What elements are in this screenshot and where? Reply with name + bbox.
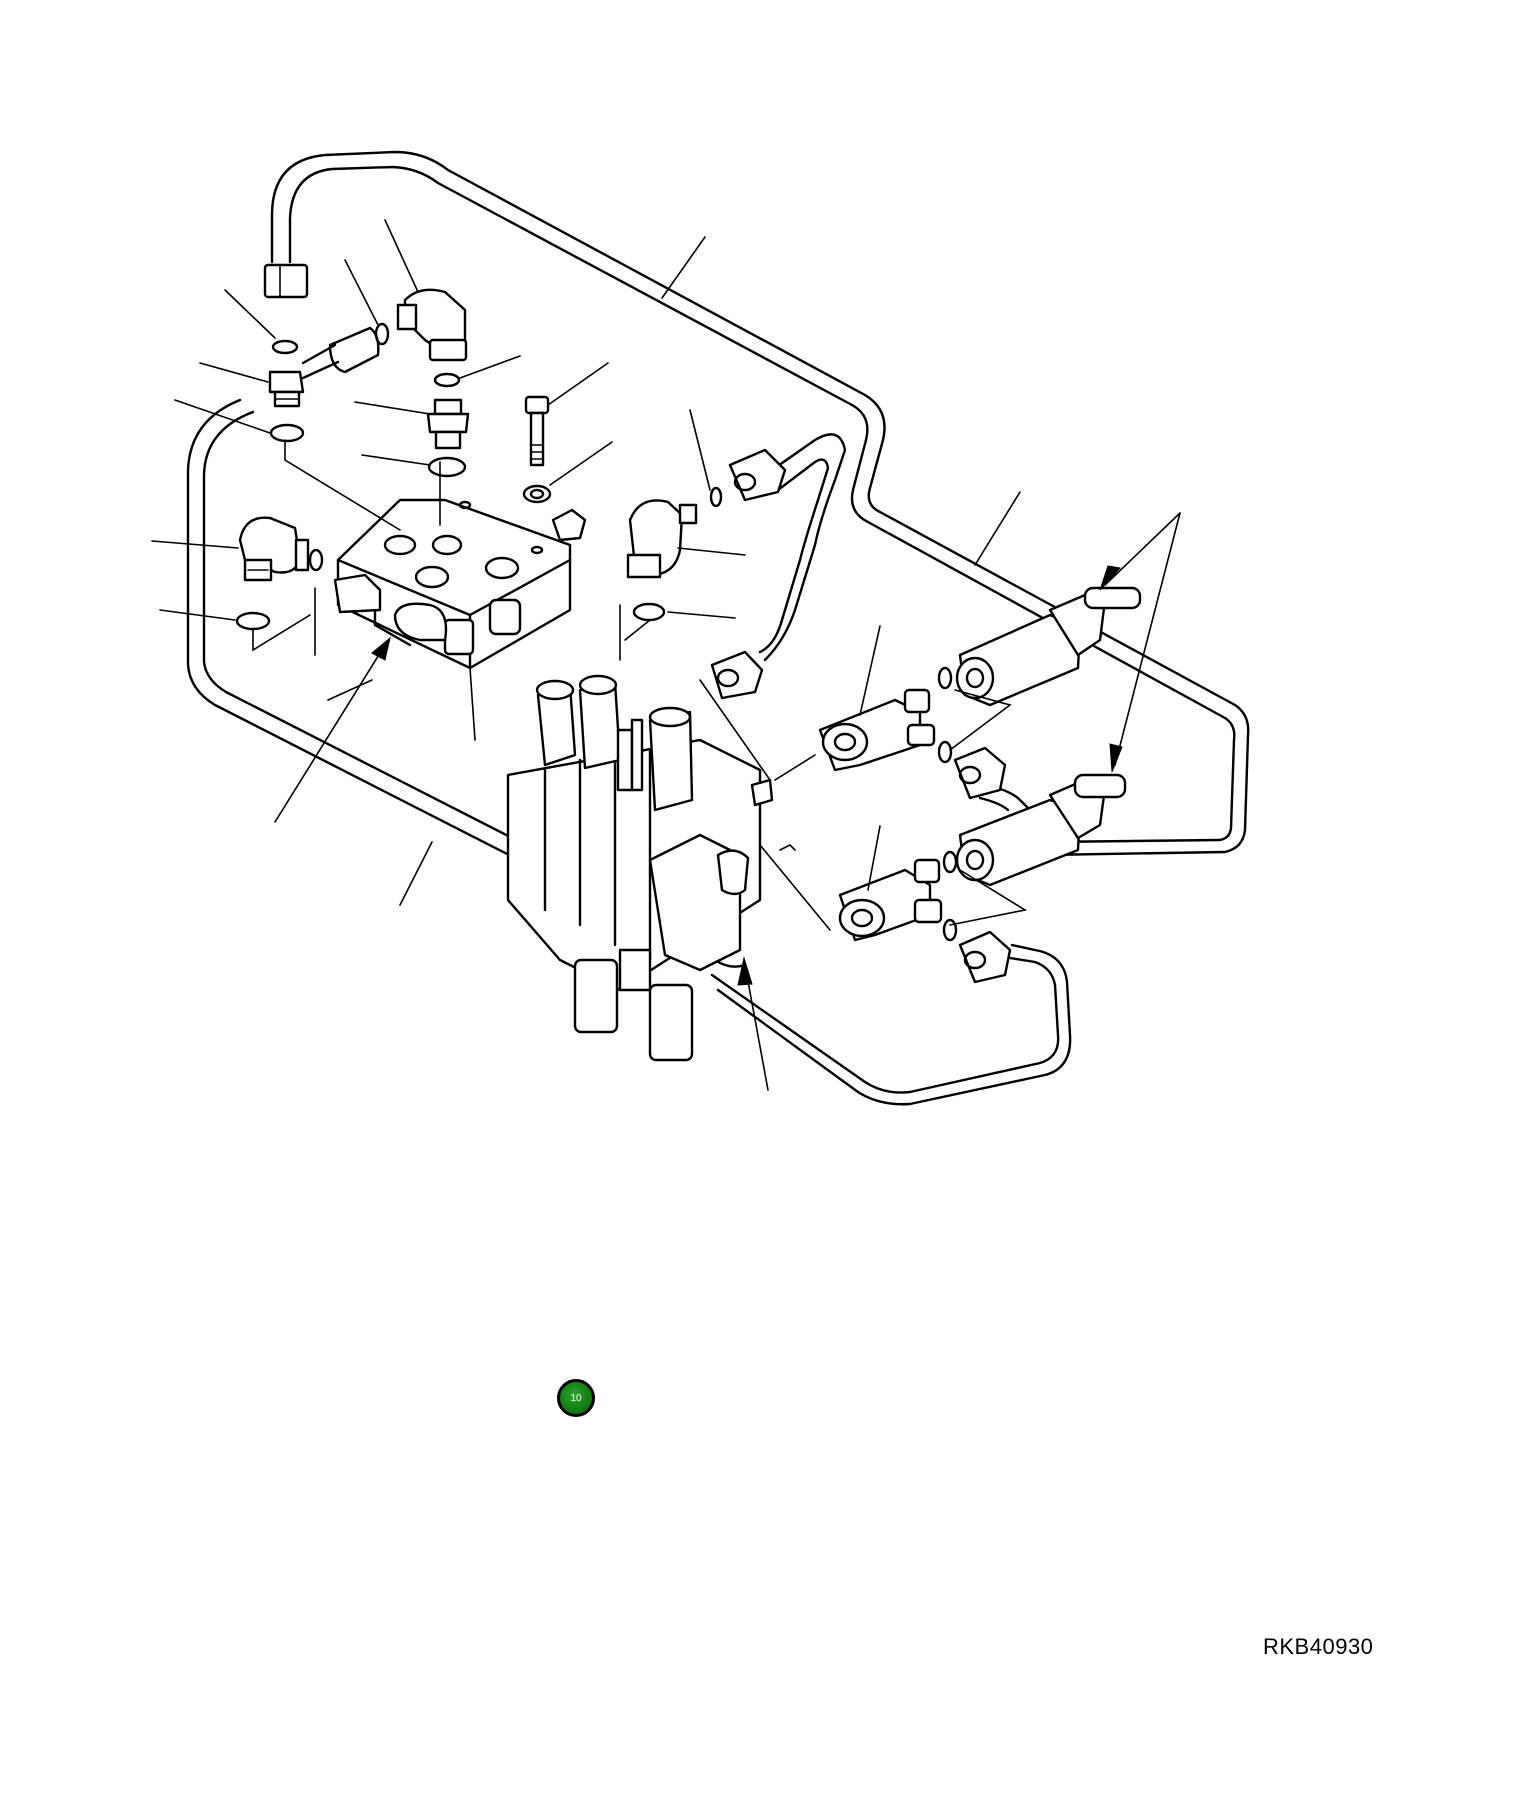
tube-nut xyxy=(728,448,787,502)
o-ring xyxy=(374,322,390,346)
tee-fitting-upper xyxy=(818,688,936,772)
callout-10-button[interactable]: 10 xyxy=(557,1379,595,1417)
adapter-fitting-center xyxy=(426,398,470,450)
adapter-fitting-left xyxy=(268,370,305,408)
tube-nut xyxy=(710,650,764,700)
o-ring xyxy=(937,666,953,690)
o-ring xyxy=(235,611,271,631)
o-ring xyxy=(308,548,324,572)
quick-coupler-upper xyxy=(955,586,1142,707)
bolt xyxy=(524,395,550,467)
figure-code: RKB40930 xyxy=(1263,1634,1374,1659)
manifold-block xyxy=(333,498,572,670)
tube-nut-top-left xyxy=(263,263,309,299)
elbow-fitting-right xyxy=(626,499,698,579)
o-ring xyxy=(433,372,461,388)
washer xyxy=(522,484,552,504)
tube-nut xyxy=(953,746,1007,800)
control-valve xyxy=(506,674,774,1062)
o-ring xyxy=(269,423,305,443)
o-ring xyxy=(937,740,953,764)
o-ring xyxy=(942,918,958,942)
elbow-fitting-top xyxy=(396,288,468,362)
upper-return-tube xyxy=(270,150,1250,857)
o-ring xyxy=(709,486,723,508)
lower-left-tube xyxy=(186,398,747,968)
leader-lines xyxy=(151,219,1028,931)
short-tube-top xyxy=(301,326,380,380)
lower-right-tube xyxy=(710,943,1072,1106)
tube-nut xyxy=(958,930,1012,984)
o-ring xyxy=(632,602,666,622)
arrows xyxy=(274,512,1181,1091)
middle-tube xyxy=(758,433,847,662)
o-ring xyxy=(271,339,299,355)
o-ring xyxy=(942,850,958,874)
side-plug xyxy=(551,508,587,542)
tee-fitting-lower xyxy=(838,858,943,942)
o-ring xyxy=(427,456,467,478)
elbow-fitting-left xyxy=(238,516,310,582)
